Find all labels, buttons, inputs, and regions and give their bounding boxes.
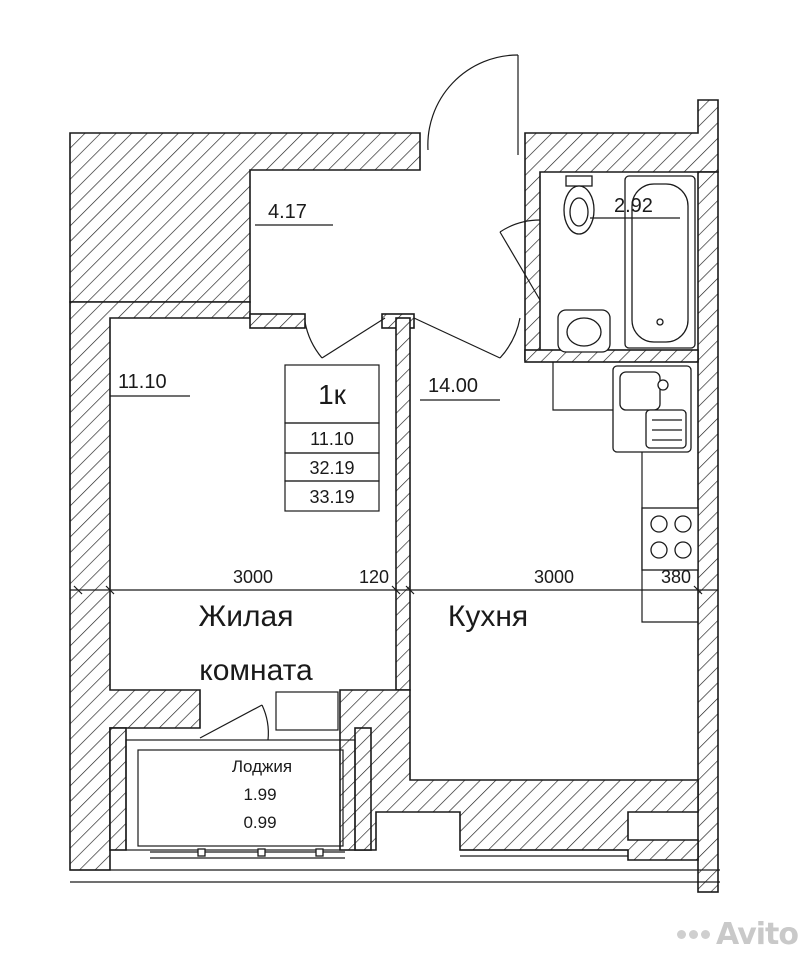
dimension-line [70,585,718,595]
wall-bottom [339,689,699,861]
wall-right [697,171,719,893]
summary-type: 1к [318,379,347,410]
dim-outer-wall: 380 [661,567,691,587]
wall-loggia-left [109,727,127,851]
avito-watermark: Avito [677,917,799,952]
wall-loggia-right [354,727,372,851]
summary-living: 11.10 [310,429,354,449]
loggia-name: Лоджия [232,757,292,776]
wall-partition [395,317,411,691]
loggia-area: 1.99 [243,785,276,804]
wall-bath-bottom [524,349,699,363]
facade-lines [69,292,720,883]
living-name-line2: комната [199,654,313,687]
living-name-line1: Жилая [199,600,294,633]
watermark-text: Avito [716,917,799,952]
loggia-reduced-area: 0.99 [243,813,276,832]
summary-total-with-loggia: 33.19 [309,487,354,507]
loggia-frame [125,739,356,859]
living-area: 11.10 [118,371,167,393]
summary-total: 32.19 [309,458,354,478]
kitchen-fixtures [552,362,699,623]
toilet-tank [565,175,593,187]
summary-table [284,364,380,512]
wall-top-left [69,132,421,303]
bathroom-area: 2.92 [614,195,653,217]
walls [69,99,719,893]
dim-living-width: 3000 [233,567,273,587]
doors [199,54,541,741]
kitchen-area: 14.00 [428,375,478,397]
hall-area: 4.17 [268,201,307,223]
kitchen-name: Кухня [448,600,528,633]
dim-partition: 120 [359,567,389,587]
avito-logo-icon [677,930,711,939]
stove [641,507,699,571]
wall-hall-bottom-left [249,313,306,329]
leader-lines [110,217,680,401]
bathroom-fixtures [557,175,696,353]
dim-kitchen-width: 3000 [534,567,574,587]
